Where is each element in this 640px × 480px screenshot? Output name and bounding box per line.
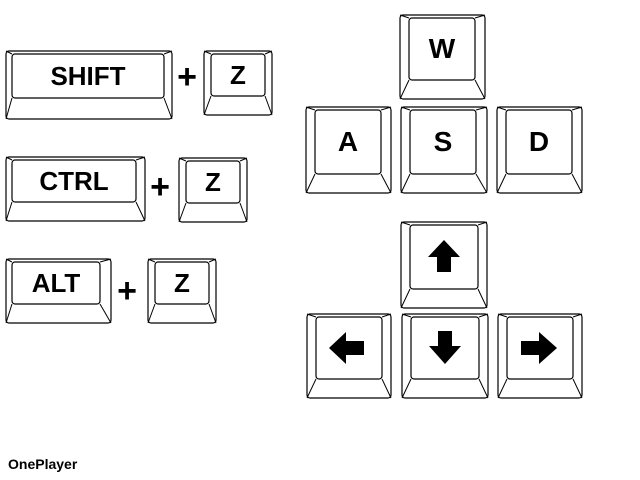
z-key-ctrl[interactable]: Z: [178, 157, 248, 223]
d-key[interactable]: D: [496, 106, 583, 194]
key-outline: [399, 14, 486, 100]
key-outline: [147, 258, 217, 324]
z-key-label: Z: [230, 59, 246, 90]
w-key-label: W: [428, 33, 456, 64]
a-key-label: A: [337, 126, 359, 157]
footer-label: OnePlayer: [8, 456, 78, 472]
up-arrow-key[interactable]: [400, 221, 488, 309]
left-arrow-key[interactable]: [306, 313, 392, 399]
arrow-left-icon: [329, 332, 364, 364]
z-key-alt[interactable]: Z: [147, 258, 217, 324]
a-key[interactable]: A: [305, 106, 392, 194]
z-key-shift[interactable]: Z: [203, 50, 273, 116]
key-outline: [5, 258, 112, 324]
shift-key[interactable]: SHIFT: [5, 50, 173, 120]
key-outline: [496, 106, 583, 194]
s-key[interactable]: S: [400, 106, 488, 194]
arrow-down-icon: [429, 331, 461, 364]
key-outline: [5, 50, 173, 120]
plus-sign: +: [177, 58, 197, 96]
right-arrow-key[interactable]: [497, 313, 583, 399]
plus-sign: +: [150, 168, 170, 206]
alt-key-label: ALT: [31, 267, 81, 298]
arrow-up-icon: [428, 240, 460, 272]
key-outline: [400, 106, 488, 194]
z-key-label: Z: [174, 267, 190, 298]
d-key-label: D: [528, 126, 550, 157]
plus-sign: +: [117, 272, 137, 310]
ctrl-key-label: CTRL: [39, 165, 109, 196]
arrow-right-icon: [521, 332, 557, 364]
alt-key[interactable]: ALT: [5, 258, 112, 324]
shift-key-label: SHIFT: [50, 60, 126, 91]
z-key-label: Z: [205, 166, 221, 197]
s-key-label: S: [433, 126, 453, 157]
w-key[interactable]: W: [399, 14, 486, 100]
key-outline: [5, 156, 146, 222]
key-outline: [203, 50, 273, 116]
key-outline: [305, 106, 392, 194]
key-outline: [178, 157, 248, 223]
down-arrow-key[interactable]: [401, 313, 489, 399]
ctrl-key[interactable]: CTRL: [5, 156, 146, 222]
